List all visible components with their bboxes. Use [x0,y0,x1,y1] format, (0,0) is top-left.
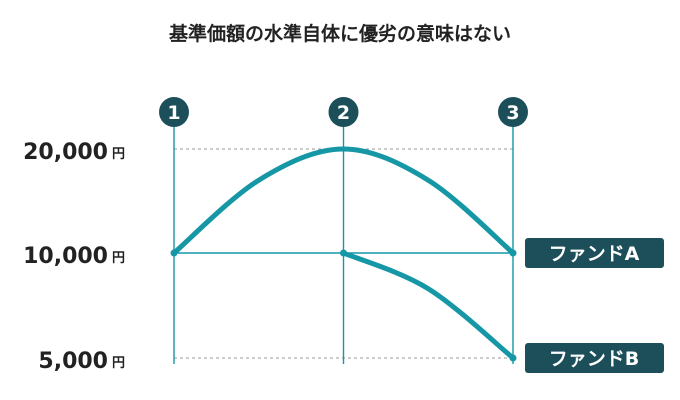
y-tick-layer: 20,000 円 10,000 円 5,000 円 [23,140,125,374]
marker-layer: 1 2 3 [159,97,528,364]
y-tick-label: 20,000 [23,140,108,165]
series-line-2 [341,250,516,361]
y-tick-unit: 円 [112,147,125,162]
marker-circle-1 [159,97,189,127]
marker-label-2: 2 [337,102,350,124]
y-tick-20,000: 20,000 円 [23,140,125,165]
series-label-text: ファンドA [549,243,640,265]
marker-circle-2 [328,97,359,127]
y-tick-label: 10,000 [23,244,108,269]
marker-label-3: 3 [506,102,519,124]
y-tick-10,000: 10,000 円 [23,244,125,269]
series-label-2: ファンドB [525,343,664,373]
y-tick-unit: 円 [112,356,125,371]
marker-circle-3 [498,97,528,127]
marker-label-1: 1 [167,102,180,124]
y-tick-unit: 円 [112,251,125,266]
chart-title: 基準価額の水準自体に優劣の意味はない [168,22,511,45]
series-label-badge [525,343,664,373]
series-label-layer: ファンドA ファンドB [525,238,664,373]
series-label-1: ファンドA [525,238,664,268]
series-label-badge [525,238,664,268]
y-tick-5,000: 5,000 円 [38,349,125,374]
y-tick-label: 5,000 [38,349,108,374]
series-label-text: ファンドB [549,348,639,370]
